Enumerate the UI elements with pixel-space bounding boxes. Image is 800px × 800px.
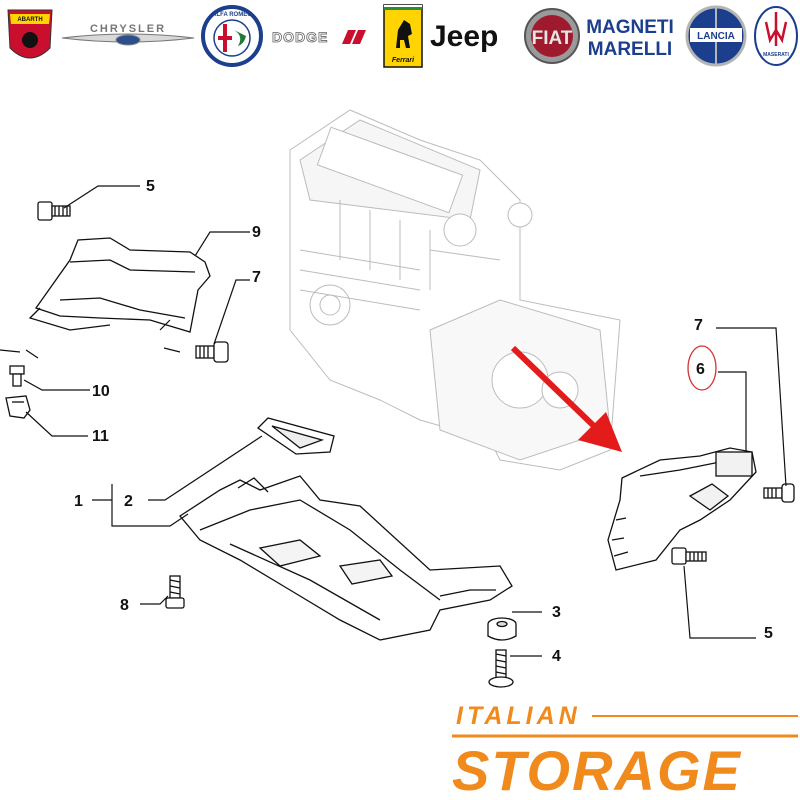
lancia-label: LANCIA — [697, 31, 735, 42]
lancia-logo: LANCIA — [685, 5, 747, 67]
callout-11: 11 — [92, 428, 109, 445]
direction-arrow — [510, 345, 622, 452]
brand-line-1: ITALIAN — [456, 702, 581, 730]
callout-7-left: 7 — [252, 269, 261, 286]
ferrari-label: Ferrari — [392, 57, 415, 64]
abarth-label: ABARTH — [17, 17, 42, 23]
part-8-bolt — [165, 575, 185, 609]
maserati-logo: MASERATI — [754, 6, 798, 66]
magneti-label: MAGNETI — [586, 17, 674, 38]
dodge-label: DODGE — [272, 29, 328, 45]
magneti-marelli-logo: MAGNETI MARELLI — [586, 17, 674, 60]
fiat-logo: FIAT — [524, 8, 580, 64]
callout-5-right: 5 — [764, 625, 773, 642]
marelli-label: MARELLI — [588, 39, 672, 60]
part-7-bolt-right — [763, 483, 795, 503]
callout-9: 9 — [252, 224, 261, 241]
part-1-engine-undertray — [179, 475, 513, 641]
part-6-transmission-shield — [607, 447, 757, 571]
ferrari-logo: Ferrari — [383, 4, 423, 68]
callout-1: 1 — [74, 493, 83, 510]
callout-6: 6 — [696, 361, 705, 378]
callout-8: 8 — [120, 597, 129, 614]
callout-2: 2 — [124, 493, 133, 510]
part-3-spacer — [487, 617, 517, 641]
fiat-label: FIAT — [532, 28, 573, 49]
alfa-romeo-logo: ALFA ROMEO — [201, 5, 263, 67]
part-5-bolt-top — [37, 201, 71, 221]
abarth-logo: ABARTH — [7, 9, 53, 59]
logo-strip: ABARTH CHRYSLER ALFA ROMEO DODGE Ferrar — [7, 4, 798, 68]
dodge-logo: DODGE — [272, 29, 366, 45]
part-10-screw — [9, 365, 25, 387]
chrysler-label: CHRYSLER — [90, 23, 166, 35]
part-9-splash-shield — [28, 237, 211, 333]
leader-lines — [0, 185, 787, 657]
callout-5-top: 5 — [146, 178, 155, 195]
engine-block-illustration — [289, 109, 621, 471]
callout-3: 3 — [552, 604, 561, 621]
callout-numbers: 5 9 7 10 11 1 2 8 3 4 7 6 5 — [74, 178, 773, 665]
part-7-bolt-left — [195, 341, 229, 363]
part-6-highlight-circle — [687, 345, 717, 391]
jeep-label: Jeep — [430, 20, 498, 53]
chrysler-logo: CHRYSLER — [61, 23, 195, 46]
part-4-bolt — [488, 649, 514, 688]
alfa-romeo-label: ALFA ROMEO — [212, 12, 252, 18]
jeep-logo: Jeep — [430, 20, 498, 53]
brand-line-2: STORAGE — [452, 739, 742, 800]
callout-7-right: 7 — [694, 317, 703, 334]
maserati-label: MASERATI — [763, 52, 789, 58]
part-11-clip — [5, 395, 31, 419]
callout-10: 10 — [92, 383, 110, 400]
italian-storage-brand: ITALIAN STORAGE — [452, 702, 798, 800]
part-5-bolt-right — [671, 547, 707, 565]
callout-4: 4 — [552, 648, 561, 665]
part-2-cover-plate — [256, 417, 335, 455]
